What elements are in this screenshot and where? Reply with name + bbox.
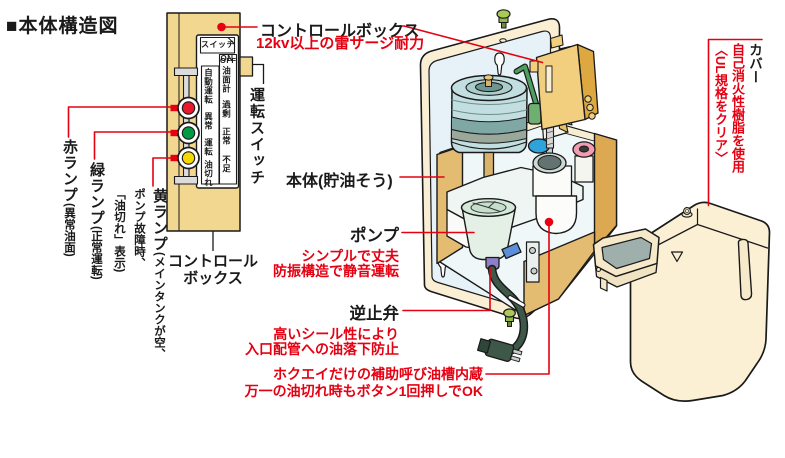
label-red-lamp: 赤ランプ(異常油面) [59,139,80,257]
red-lamp-name: 赤ランプ [61,139,78,203]
breather-pipe [513,63,540,108]
main-unit-illustration [419,9,618,363]
note-check-valve-1: 高いシール性により [273,326,399,342]
control-box-illustration [166,12,254,232]
yellow-lamp-desc-1: (メインタンクが空、 [153,252,165,360]
note-aux-tank-1: ホクエイだけの補助呼び油槽内蔵 [273,366,483,382]
label-body: 本体(貯油そう) [286,173,393,190]
panel-off-label: OFF [220,56,237,65]
funnel [592,228,660,292]
label-pump: ポンプ [349,227,399,245]
panel-right-3: 正常 [221,127,232,145]
label-control-box: コントロールボックス [260,23,420,40]
panel-right-2: 過剰 [221,100,232,118]
label-aux-tank-block: ホクエイだけの補助呼び油槽内蔵 万一の油切れ時もボタン1回押しでOK [240,366,483,400]
cover-groove [737,238,753,301]
pointer-dot-control-box [217,22,226,32]
cover-illustration [592,201,771,402]
power-plug [477,338,523,363]
note-pump-2: 防振構造で静音運転 [273,262,399,279]
caption-line1: コントロール [167,253,258,270]
label-pump-block: ポンプ シンプルで丈夫 防振構造で静音運転 [230,222,399,278]
caption-line2: ボックス [183,270,243,287]
label-check-valve-block: 逆止弁 高いシール性により 入口配管への油落下防止 [230,300,399,356]
run-switch-tab [239,56,254,77]
pointer-line-aux-tank [485,225,550,375]
solenoid [527,102,542,125]
note-cover-2: 〈UL規格をクリア〉 [713,43,728,165]
green-lamp-name: 緑ランプ [88,162,105,226]
note-surge: 12kv以上の雷サージ耐力 [256,35,425,52]
control-unit [529,34,599,131]
panel-left-2: 異常 [203,112,214,130]
pointer-line-green-lamp [93,131,179,160]
label-cover-block: カバー自己消火性樹脂を使用〈UL規格をクリア〉 [712,43,763,173]
note-cover-1: 自己消火性樹脂を使用 [730,43,745,173]
pointer-line-cover [707,38,763,207]
label-cover: カバー [747,43,762,84]
keyhole-slot [494,52,505,76]
cover-triangle-mark [670,251,684,263]
aux-reservoir [535,195,578,235]
red-lamp-desc: (異常油面) [63,203,75,257]
yellow-lamp-desc-3: 「油切れ」表示) [113,188,125,273]
pointer-dot-aux-tank [544,217,554,227]
pointer-line-yellow-lamp [152,157,179,187]
yellow-lamp-name: 黄ランプ [151,188,168,252]
page-title: ■本体構造図 [6,16,119,37]
tank-screw [503,308,516,327]
panel-left-3: 運転 [203,138,214,156]
panel-left-4: 油切れ [203,160,214,187]
label-green-lamp: 緑ランプ(正常運転) [86,162,107,280]
label-yellow-lamp: 黄ランプ(メインタンクが空、ポンプ故障時、「油切れ」表示) [109,188,169,359]
pointer-line-red-lamp [67,106,179,138]
note-pump-1: シンプルで丈夫 [301,248,399,264]
label-control-box-caption: コントロールボックス [166,253,260,287]
panel-tab-label: スイッチ [201,40,235,49]
float-gauge [450,74,528,154]
pointer-line-control-box-2 [397,25,544,64]
note-check-valve-2: 入口配管への油落下防止 [245,340,399,357]
label-run-switch: 運転スイッチ [248,87,265,186]
panel-left-1: 自動運転 [203,68,214,104]
cover-body [629,201,771,402]
green-lamp-desc: (正常運転) [90,226,102,280]
red-lamp [170,96,200,120]
yellow-lamp-desc-2: ポンプ故障時、 [133,188,145,269]
drain-fitting [501,242,522,260]
panel-on-label: ON [220,54,234,63]
mounting-screw [496,9,511,29]
label-check-valve: 逆止弁 [349,305,400,323]
pointer-line-check-valve [402,267,491,312]
pink-grommet [572,141,596,183]
note-aux-tank-2: 万一の油切れ時もボタン1回押しでOK [244,383,483,399]
pointer-line-run-switch [253,63,265,84]
cover-screw [681,207,693,218]
panel-right-4: 不足 [221,155,232,173]
panel-right-1: 油面計 [221,66,232,93]
green-lamp [170,121,200,145]
side-bracket [525,241,540,283]
strainer-cup [460,197,517,261]
